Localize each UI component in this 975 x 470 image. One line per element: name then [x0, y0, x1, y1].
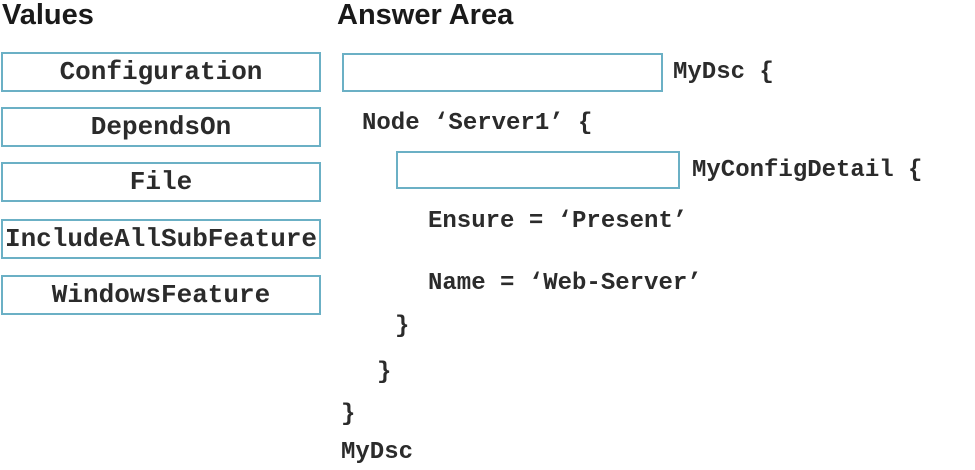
code-label-mydsc-open-brace: MyDsc {: [673, 59, 774, 86]
code-line-closing-brace-node: }: [377, 359, 392, 386]
value-option-includeallsubfeature[interactable]: IncludeAllSubFeature: [1, 219, 321, 259]
value-option-windowsfeature[interactable]: WindowsFeature: [1, 275, 321, 315]
code-line-closing-brace-configuration: }: [341, 401, 356, 428]
value-option-configuration[interactable]: Configuration: [1, 52, 321, 92]
answer-area-heading: Answer Area: [337, 0, 514, 31]
code-label-myconfigdetail-open-brace: MyConfigDetail {: [692, 157, 923, 184]
code-line-name-web-server: Name = ‘Web-Server’: [428, 270, 702, 297]
answer-blank-1[interactable]: [342, 53, 663, 92]
values-heading: Values: [2, 0, 94, 31]
code-line-node-server1: Node ‘Server1’ {: [362, 110, 593, 137]
code-line-closing-brace-inner: }: [395, 313, 410, 340]
value-option-file[interactable]: File: [1, 162, 321, 202]
code-line-ensure-present: Ensure = ‘Present’: [428, 208, 688, 235]
value-option-dependson[interactable]: DependsOn: [1, 107, 321, 147]
answer-blank-2[interactable]: [396, 151, 680, 189]
code-line-mydsc-invocation: MyDsc: [341, 439, 414, 466]
